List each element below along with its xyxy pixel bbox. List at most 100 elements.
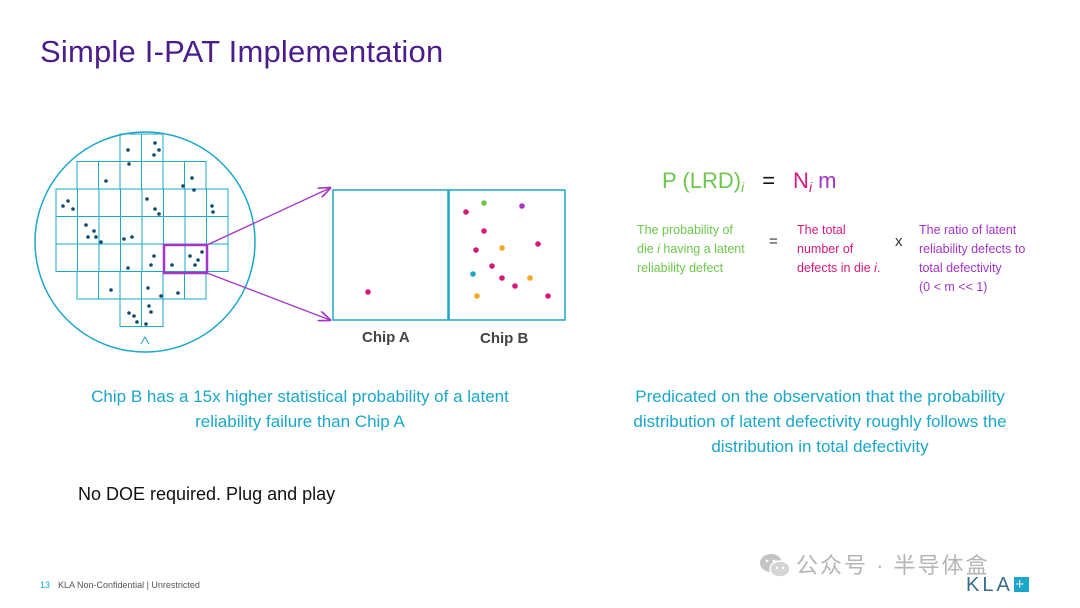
- chip-b-defects: [463, 200, 551, 299]
- wafer-defect-dot: [149, 310, 153, 314]
- wafer-defect-dot: [126, 266, 130, 270]
- die-cell: [119, 161, 142, 190]
- wafer-defect-dot: [61, 204, 65, 208]
- wafer-defect-dot: [146, 286, 150, 290]
- die-cell: [184, 188, 207, 217]
- kla-logo: KLA+: [966, 574, 1029, 596]
- die-cell: [76, 161, 99, 190]
- wafer-defect-dot: [157, 212, 161, 216]
- die-cell: [98, 271, 121, 300]
- formula-rhs-m: m: [812, 168, 837, 193]
- chip-b-defect-dot: [481, 200, 487, 206]
- caption-right: Predicated on the observation that the p…: [633, 387, 1007, 456]
- wafer-defects: [61, 141, 215, 326]
- chip-b-defect-dot: [463, 209, 469, 215]
- die-cell: [141, 216, 164, 245]
- die-cell: [98, 161, 121, 190]
- wafer-defect-dot: [122, 237, 126, 241]
- wafer-defect-dot: [127, 311, 131, 315]
- die-cell: [120, 243, 143, 272]
- wafer-diagram: [34, 131, 566, 353]
- desc-probability: The probability of die i having a latent…: [637, 223, 745, 275]
- die-cell: [184, 216, 207, 245]
- caption-left: Chip B has a 15x higher statistical prob…: [91, 387, 509, 431]
- wafer-defect-dot: [200, 250, 204, 254]
- die-cell: [76, 271, 99, 300]
- wafer-defect-dot: [127, 162, 131, 166]
- wafer-notch: [140, 335, 150, 345]
- wafer-defect-dot: [135, 320, 139, 324]
- desc-ratio: The ratio of latent reliability defects …: [919, 223, 1026, 294]
- wafer-defect-dot: [152, 254, 156, 258]
- formula-equals: =: [762, 168, 776, 193]
- formula-rhs-n: N: [793, 168, 809, 193]
- chip-b-defect-dot: [527, 275, 533, 281]
- wafer-defect-dot: [126, 148, 130, 152]
- chip-b-defect-dot: [499, 275, 505, 281]
- die-cell: [119, 133, 142, 162]
- wechat-icon: [760, 554, 791, 578]
- die-cell: [184, 271, 207, 300]
- wafer-defect-dot: [152, 153, 156, 157]
- die-cell: [77, 188, 100, 217]
- die-cell: [163, 243, 186, 272]
- die-cell: [141, 188, 164, 217]
- die-cell: [120, 188, 143, 217]
- wafer-defect-dot: [132, 314, 136, 318]
- die-cell: [184, 243, 207, 272]
- wafer-defect-dot: [176, 291, 180, 295]
- die-cell: [184, 161, 207, 190]
- chip-a-box: [332, 189, 449, 321]
- chip-b-defect-dot: [519, 203, 525, 209]
- chip-a-label: Chip A: [362, 329, 410, 346]
- desc-total: The total number of defects in die i.: [797, 223, 881, 275]
- wafer-defect-dot: [99, 240, 103, 244]
- wafer-defect-dot: [145, 197, 149, 201]
- formula-rhs-sub: i: [808, 179, 813, 195]
- die-cell: [55, 188, 78, 217]
- wafer-defect-dot: [188, 254, 192, 258]
- wafer-defect-dot: [157, 148, 161, 152]
- die-cell: [98, 243, 121, 272]
- highlighted-die: [162, 243, 209, 275]
- chip-a-defect: [365, 289, 371, 295]
- die-cell: [206, 243, 229, 272]
- die-cell: [141, 298, 164, 327]
- plus-icon: +: [1013, 576, 1029, 593]
- wafer-defect-dot: [109, 288, 113, 292]
- die-cell: [141, 161, 164, 190]
- slide-title: Simple I-PAT Implementation: [40, 34, 444, 69]
- die-cell: [98, 216, 121, 245]
- wafer-defect-dot: [84, 223, 88, 227]
- chip-b-defect-dot: [535, 241, 541, 247]
- wafer-defect-dot: [66, 199, 70, 203]
- wafer-defect-dot: [192, 188, 196, 192]
- formula-lhs-sub: i: [741, 179, 745, 195]
- die-cell: [55, 243, 78, 272]
- watermark-text: 公众号 · 半导体盒: [796, 553, 990, 578]
- wafer-defect-dot: [153, 207, 157, 211]
- desc-times: x: [895, 233, 903, 250]
- chip-b-defect-dot: [512, 283, 518, 289]
- wafer-defect-dot: [170, 263, 174, 267]
- die-cell: [141, 133, 164, 162]
- classification: KLA Non-Confidential | Unrestricted: [58, 580, 200, 590]
- chip-b-label: Chip B: [480, 330, 529, 347]
- chip-b-box: [448, 189, 566, 321]
- watermark: 公众号 · 半导体盒: [758, 548, 990, 580]
- die-cell: [206, 188, 229, 217]
- wafer-defect-dot: [144, 322, 148, 326]
- no-doe-note: No DOE required. Plug and play: [78, 484, 336, 504]
- wafer-defect-dot: [92, 229, 96, 233]
- zoom-arrow-bottom: [206, 272, 330, 320]
- wafer-defect-dot: [190, 176, 194, 180]
- chip-b-defect-dot: [470, 271, 476, 277]
- die-cell: [162, 271, 185, 300]
- wafer-defect-dot: [211, 210, 215, 214]
- desc-equals: =: [769, 233, 778, 250]
- wafer-defect-dot: [159, 294, 163, 298]
- wafer-defect-dot: [94, 235, 98, 239]
- wafer-defect-dot: [86, 235, 90, 239]
- die-cell: [162, 161, 185, 190]
